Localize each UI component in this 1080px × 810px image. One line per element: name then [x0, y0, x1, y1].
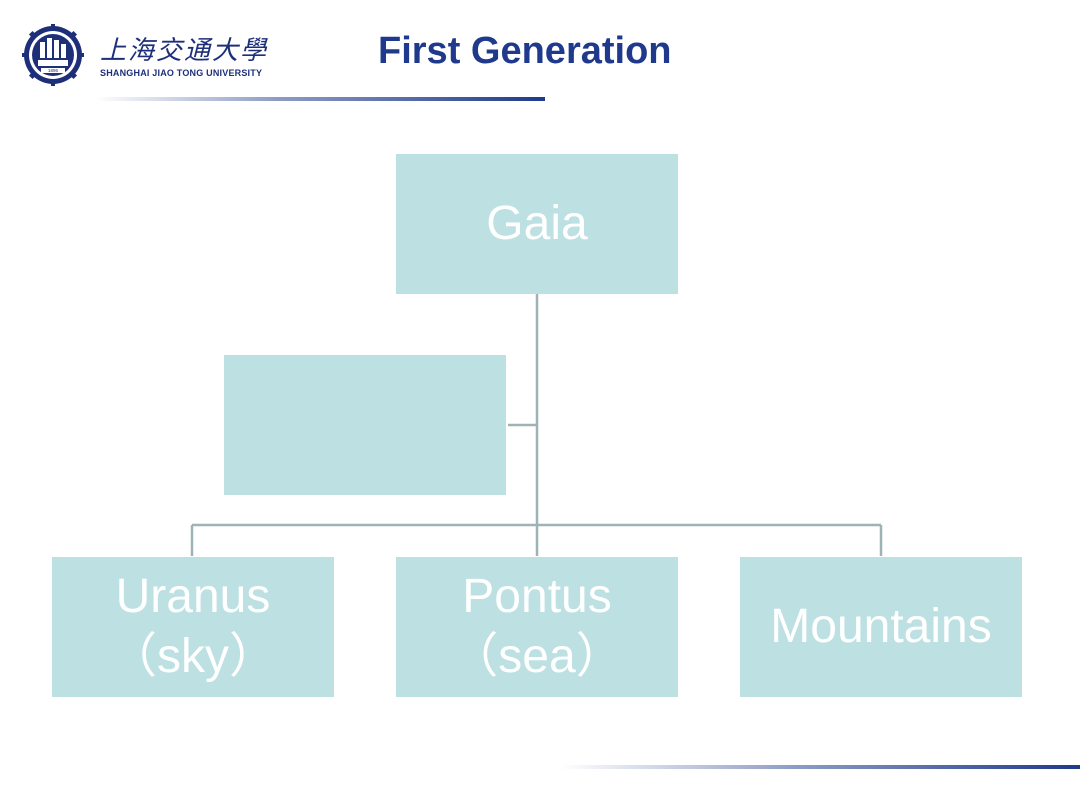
node-assistant-empty — [224, 355, 506, 495]
logo-year: 1896 — [48, 68, 59, 73]
node-pontus-name: Pontus — [462, 570, 612, 623]
node-gaia-label: Gaia — [486, 197, 588, 250]
logo-chinese-name: 上海交通大學 — [100, 36, 269, 66]
node-uranus-name: Uranus — [115, 570, 271, 623]
node-mountains: Mountains — [740, 557, 1022, 697]
node-mountains-name: Mountains — [770, 600, 992, 653]
header-divider — [95, 97, 545, 101]
node-uranus: Uranus （sky） — [52, 557, 334, 697]
page-title: First Generation — [378, 30, 672, 72]
node-uranus-note: （sky） — [108, 630, 277, 683]
logo-english-name: SHANGHAI JIAO TONG UNIVERSITY — [100, 68, 263, 78]
node-pontus-note: （sea） — [450, 630, 624, 683]
footer-divider — [560, 765, 1080, 769]
node-pontus: Pontus （sea） — [396, 557, 678, 697]
university-seal-icon: 1896 — [22, 24, 84, 86]
node-gaia: Gaia — [396, 154, 678, 294]
university-logo: 1896 上海交通大學 SHANGHAI JIAO TONG UNIVERSIT… — [22, 24, 266, 88]
